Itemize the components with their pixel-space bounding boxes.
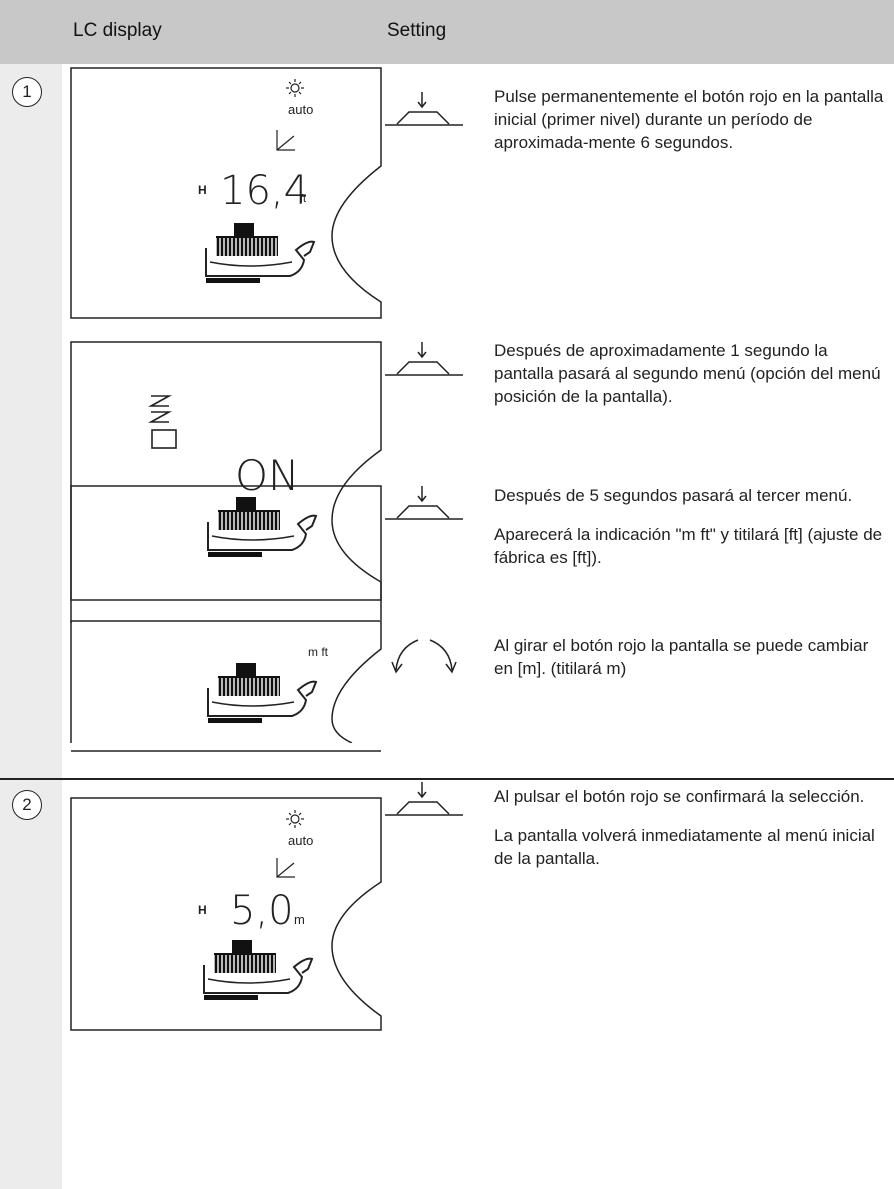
step-divider	[0, 778, 894, 780]
sun-icon	[286, 810, 304, 828]
instruction-3: Después de 5 segundos pasará al tercer m…	[494, 484, 886, 569]
unit-toggle-label: m ft	[308, 645, 329, 659]
segment-glyph-zn	[147, 395, 173, 423]
press-button-icon	[383, 780, 465, 825]
height-prefix: H	[198, 903, 207, 917]
sun-icon	[286, 79, 304, 97]
column-header-lc-display: LC display	[73, 20, 162, 41]
lcd-display-3-frame	[70, 484, 382, 624]
rotate-knob-icon	[384, 630, 464, 685]
height-prefix: H	[198, 183, 207, 197]
height-value: 5,0	[230, 888, 294, 934]
segment-glyph-box	[151, 429, 177, 449]
step-number-1: 1	[12, 77, 42, 107]
vehicle-icon	[203, 940, 314, 1000]
instruction-5: Al pulsar el botón rojo se confirmará la…	[494, 785, 886, 870]
lcd-display-3-bottom	[70, 740, 382, 752]
unit-label: m	[294, 912, 305, 927]
unit-label: ft	[300, 193, 306, 205]
press-button-icon	[383, 340, 465, 385]
lcd-display-3: m ft	[70, 619, 382, 743]
instruction-4: Al girar el botón rojo la pantalla se pu…	[494, 634, 886, 680]
angle-icon	[276, 130, 295, 151]
instruction-text: La pantalla volverá inmediatamente al me…	[494, 826, 875, 868]
column-header-setting: Setting	[387, 20, 447, 41]
instruction-text: Aparecerá la indicación "m ft" y titilar…	[494, 525, 883, 567]
press-button-icon	[383, 90, 465, 135]
lcd-display-1: auto H 16,4 ft	[70, 66, 382, 320]
lcd-display-2: ON	[70, 340, 382, 602]
on-text: ON	[235, 451, 299, 500]
instruction-text: Al girar el botón rojo la pantalla se pu…	[494, 636, 869, 678]
instruction-text: Al pulsar el botón rojo se confirmará la…	[494, 787, 865, 806]
auto-label: auto	[288, 833, 313, 848]
instruction-text: Después de aproximadamente 1 segundo la …	[494, 341, 881, 406]
height-value: 16,4	[220, 168, 309, 214]
lcd-display-4: auto H 5,0 m	[70, 796, 382, 1032]
auto-label: auto	[288, 102, 313, 117]
step-number-2: 2	[12, 790, 42, 820]
instruction-text: Pulse permanentemente el botón rojo en l…	[494, 87, 884, 152]
step-sidebar	[0, 64, 62, 1189]
vehicle-icon	[207, 663, 318, 723]
instruction-text: Después de 5 segundos pasará al tercer m…	[494, 486, 853, 505]
vehicle-icon	[207, 497, 318, 557]
table-header: LC display Setting	[0, 0, 894, 64]
angle-icon	[276, 858, 295, 878]
vehicle-icon	[205, 223, 316, 283]
press-button-icon	[383, 484, 465, 529]
instruction-2: Después de aproximadamente 1 segundo la …	[494, 339, 886, 408]
instruction-1: Pulse permanentemente el botón rojo en l…	[494, 85, 886, 154]
